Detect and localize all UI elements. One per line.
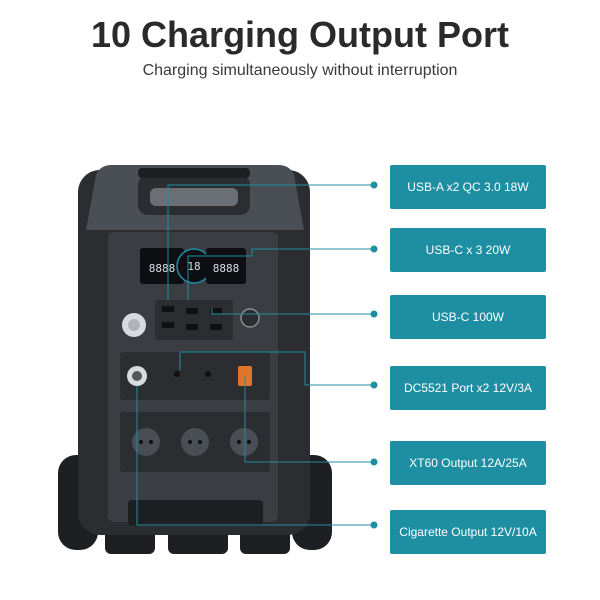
callout-line-3 bbox=[211, 308, 372, 315]
ac-socket-1 bbox=[132, 428, 160, 456]
svg-text:18: 18 bbox=[187, 260, 200, 273]
page-title: 10 Charging Output Port bbox=[91, 14, 509, 55]
dc5521-port-1 bbox=[174, 371, 180, 377]
callout-line-5 bbox=[244, 376, 372, 463]
callout-dc5521: DC5521 Port x2 12V/3A bbox=[390, 366, 546, 410]
svg-text:8888: 8888 bbox=[213, 262, 240, 275]
callout-dot-4 bbox=[370, 381, 378, 389]
callout-usb-a: USB-A x2 QC 3.0 18W bbox=[390, 165, 546, 209]
callout-line-1 bbox=[167, 184, 372, 300]
display-right bbox=[206, 248, 246, 284]
callout-usb-c-20w: USB-C x 3 20W bbox=[390, 228, 546, 272]
callout-line-2 bbox=[187, 248, 372, 300]
page-subtitle: Charging simultaneously without interrup… bbox=[142, 62, 458, 79]
device-base bbox=[128, 500, 263, 526]
power-button bbox=[240, 308, 260, 328]
callout-line-6 bbox=[136, 386, 372, 526]
callout-dot-2 bbox=[370, 245, 378, 253]
callout-xt60: XT60 Output 12A/25A bbox=[390, 441, 546, 485]
callout-dot-3 bbox=[370, 310, 378, 318]
callout-usb-c-100w: USB-C 100W bbox=[390, 295, 546, 339]
display-left bbox=[140, 248, 184, 284]
callout-dot-6 bbox=[370, 521, 378, 529]
callout-dot-1 bbox=[370, 181, 378, 189]
dc-output-block bbox=[120, 352, 270, 400]
callout-cigarette: Cigarette Output 12V/10A bbox=[390, 510, 546, 554]
callout-line-4 bbox=[179, 351, 372, 386]
svg-text:8888: 8888 bbox=[149, 262, 176, 275]
dc5521-port-2 bbox=[205, 371, 211, 377]
ac-socket-2 bbox=[181, 428, 209, 456]
ac-socket-3 bbox=[230, 428, 258, 456]
callout-dot-5 bbox=[370, 458, 378, 466]
